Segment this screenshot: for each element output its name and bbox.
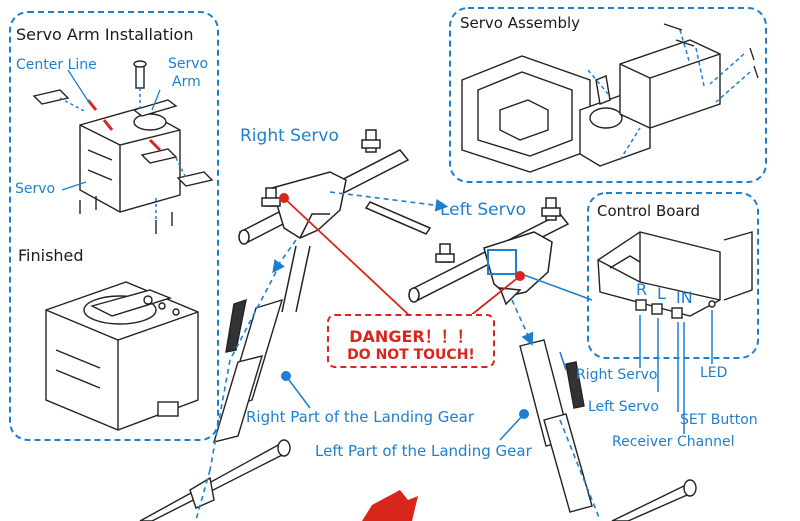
- receiver-channel-label: Receiver Channel: [612, 434, 735, 450]
- danger-line1: DANGER！！！: [349, 327, 473, 346]
- landing-gear-skids: [139, 439, 697, 521]
- finished-label: Finished: [18, 246, 84, 265]
- assembly-guide-lines: [195, 191, 601, 521]
- servo-assembly-panel-border: [449, 7, 767, 183]
- danger-pointers: [283, 197, 521, 317]
- servo-arm-panel-border: [9, 11, 219, 441]
- left-gear-label-dot: [519, 409, 529, 419]
- center-line-markers: [86, 99, 162, 152]
- right-servo-danger-dot: [279, 193, 289, 203]
- board-letter-in: IN: [676, 288, 693, 307]
- led-label: LED: [700, 365, 728, 381]
- right-gear-label-dot: [281, 371, 291, 381]
- servo-assembly-title: Servo Assembly: [460, 14, 581, 32]
- finished-servo-drawing: [45, 281, 199, 431]
- left-servo-label: Left Servo: [440, 200, 527, 220]
- control-right-servo-label: Right Servo: [576, 367, 658, 383]
- right-landing-gear-frame: [238, 129, 432, 313]
- servo-assembly-drawing: [461, 39, 721, 173]
- landing-gear-legs: [212, 298, 593, 513]
- left-landing-gear-label: Left Part of the Landing Gear: [315, 442, 532, 460]
- servo-label: Servo: [15, 181, 56, 197]
- servo-arm-label-line1: Servo: [168, 56, 209, 72]
- right-servo-label: Right Servo: [240, 126, 339, 146]
- control-board-title: Control Board: [597, 202, 701, 220]
- control-board-panel-border: [587, 192, 759, 359]
- control-board-connector: [515, 271, 593, 301]
- servo-arm-leaders: [61, 69, 161, 191]
- center-line-label: Center Line: [16, 57, 97, 73]
- servo-arm-install-guides: [59, 88, 187, 220]
- left-servo-highlight: [487, 249, 517, 275]
- servo-arm-label-line2: Arm: [172, 74, 201, 90]
- control-board-drawing: [597, 231, 753, 319]
- direction-arrow-icon: [362, 490, 418, 521]
- gear-label-leaders: [285, 351, 567, 441]
- servo-assembly-guides: [587, 29, 751, 161]
- board-letter-l: L: [657, 284, 666, 303]
- assembly-screws: [663, 23, 759, 79]
- servo-exploded-drawing: [32, 60, 214, 234]
- servo-arm-installation-title: Servo Arm Installation: [16, 25, 194, 44]
- board-letter-r: R: [636, 280, 648, 299]
- right-landing-gear-label: Right Part of the Landing Gear: [246, 408, 475, 426]
- danger-line2: DO NOT TOUCH!: [347, 347, 475, 363]
- control-board-leaders: [639, 310, 713, 434]
- left-servo-danger-dot: [515, 271, 525, 281]
- control-left-servo-label: Left Servo: [588, 399, 659, 415]
- danger-warning-box: DANGER！！！ DO NOT TOUCH!: [327, 314, 495, 368]
- set-button-label: SET Button: [680, 412, 758, 428]
